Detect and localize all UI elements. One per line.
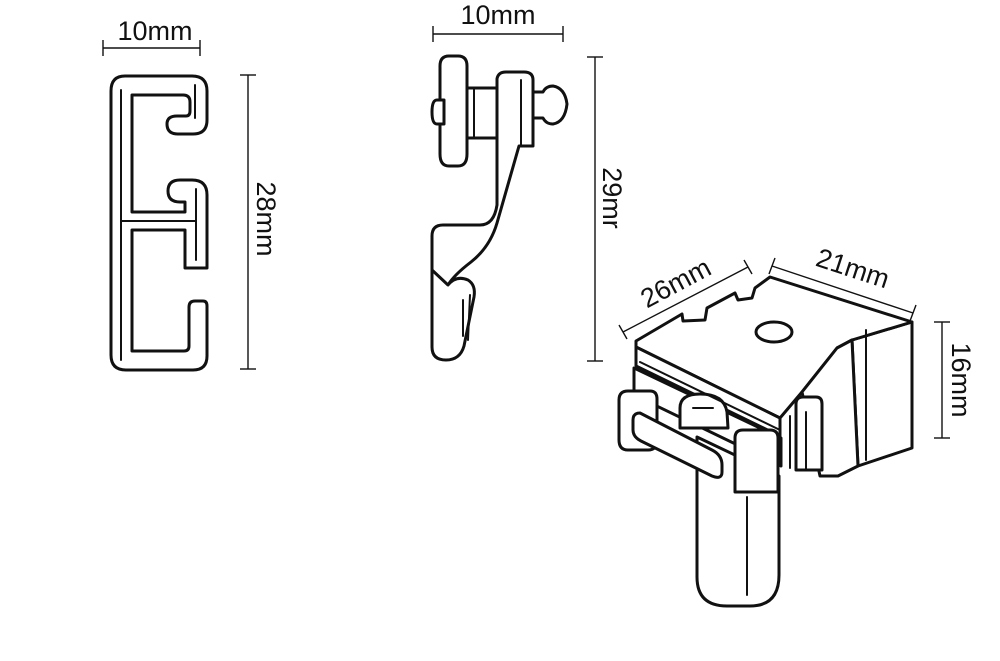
bracket-detail-lines: [639, 329, 867, 596]
glider-width-dimension: 10mm: [432, 0, 564, 42]
bracket-height-dimension: 16mm: [934, 321, 976, 439]
dimension-tick: [909, 304, 917, 322]
glider-wheel: [438, 54, 469, 168]
bracket: [617, 275, 914, 608]
glider-stem: [430, 70, 535, 287]
bracket-right-face: [850, 320, 914, 468]
bracket-clip: [794, 395, 824, 472]
glider-hub: [430, 98, 446, 126]
bracket-front-clip: [733, 428, 780, 494]
track-width-dimension: 10mm: [102, 16, 201, 56]
glider-head: [531, 84, 569, 126]
track-inner-line: [120, 84, 197, 361]
dimension-tick: [768, 257, 776, 275]
track-outline: [109, 74, 209, 372]
glider-height-dimension: 29mr: [587, 56, 627, 362]
track-height-label: 28mm: [251, 181, 281, 256]
dimension-line: [771, 265, 914, 314]
bracket-width-label: 21mm: [812, 243, 893, 295]
glider-width-label: 10mm: [460, 0, 535, 30]
track-profile: [109, 74, 209, 372]
bracket-height-label: 16mm: [946, 342, 976, 417]
dimension-tick: [618, 324, 628, 340]
glider-hook: [430, 54, 569, 362]
track-width-label: 10mm: [117, 16, 192, 46]
dimension-line: [622, 266, 749, 333]
dimension-tick: [743, 259, 753, 275]
bracket-round-knob: [678, 392, 730, 430]
glider-detail-lines: [462, 79, 522, 341]
bracket-screw-hole: [754, 320, 794, 344]
track-height-dimension: 28mm: [240, 74, 281, 370]
glider-height-label: 29mr: [597, 167, 627, 229]
bracket-tab: [631, 411, 724, 479]
glider-hook-tip: [430, 268, 476, 362]
